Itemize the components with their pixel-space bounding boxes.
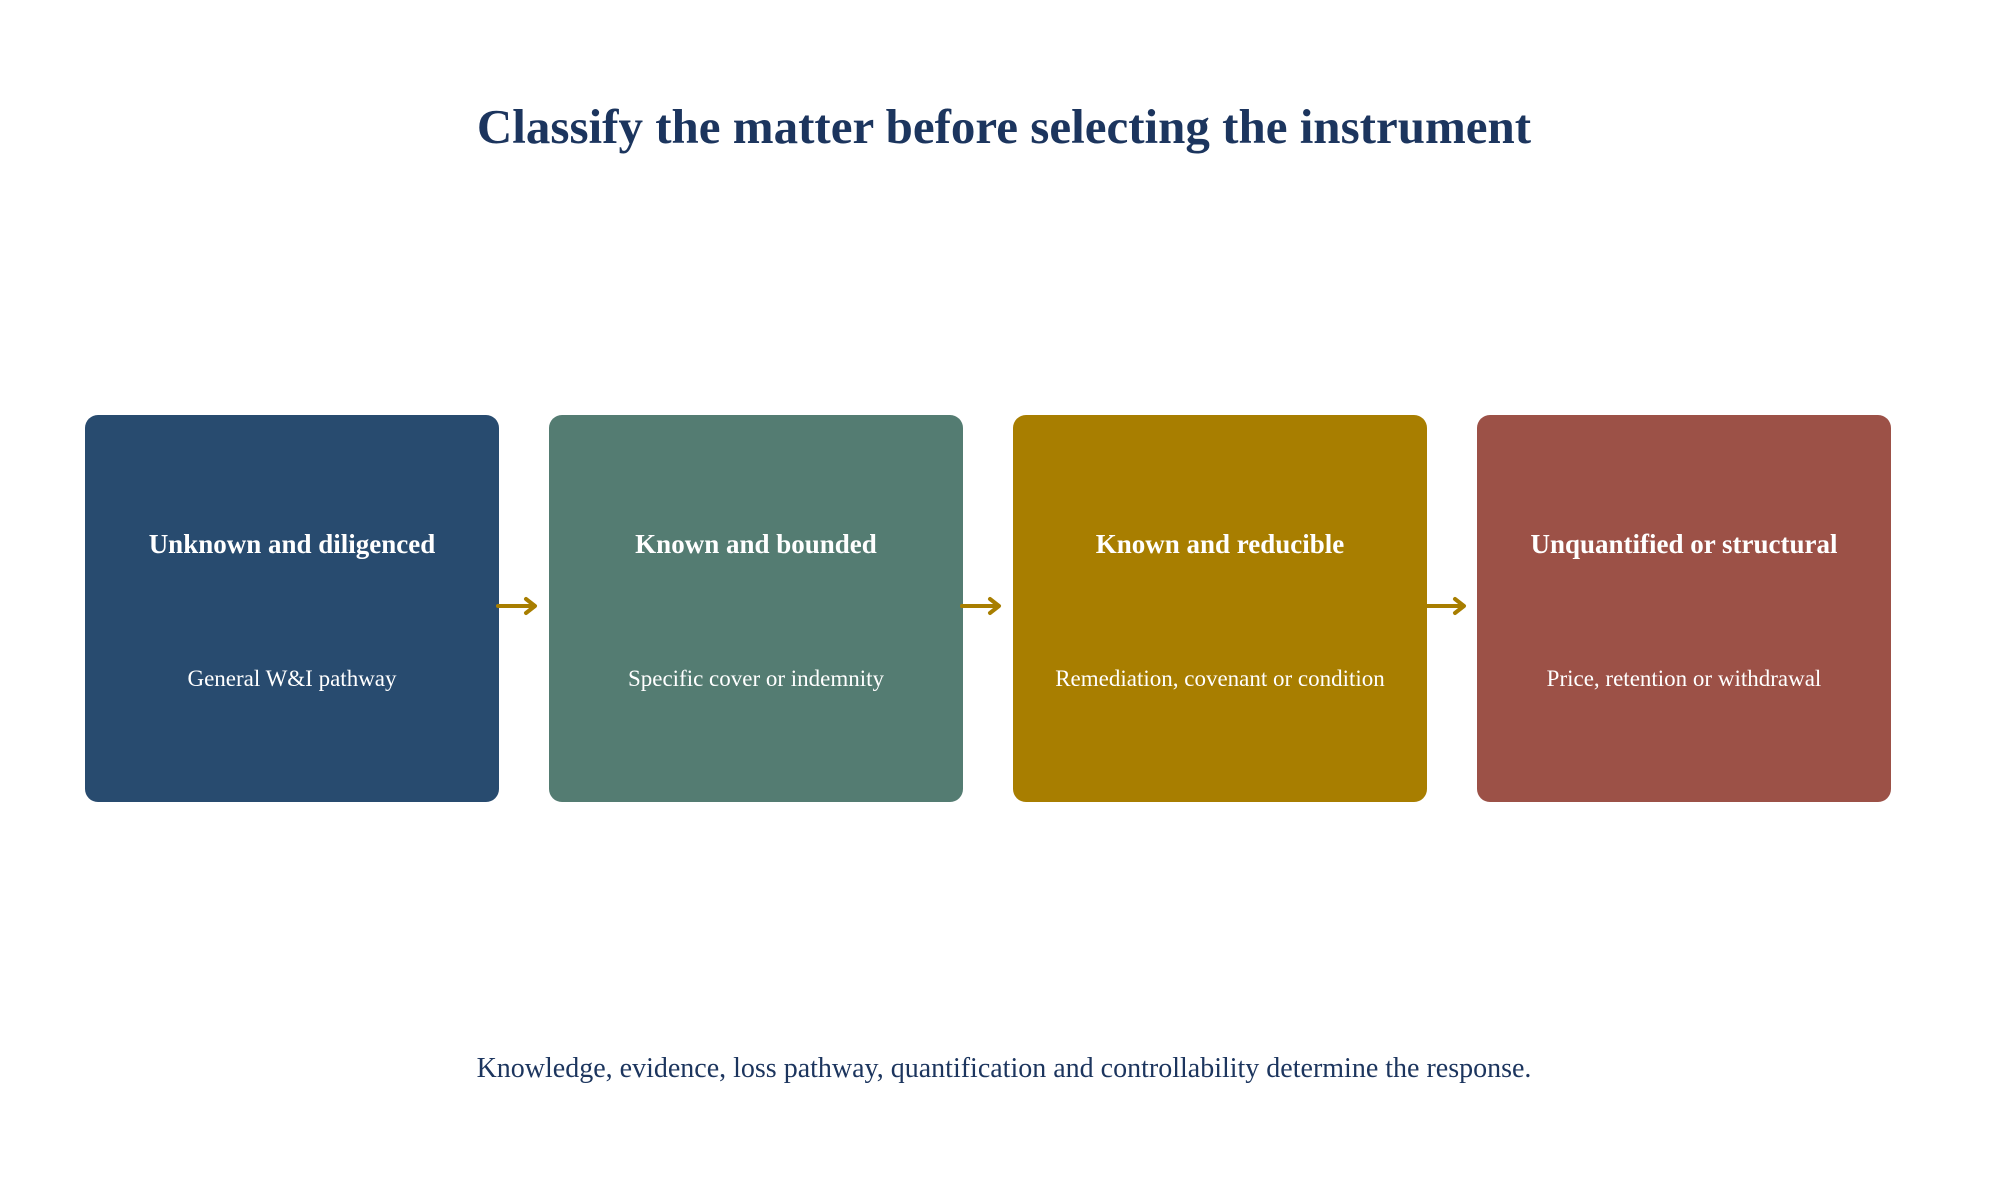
diagram-title: Classify the matter before selecting the…	[476, 99, 1532, 154]
stage-box-known-bounded: Known and bounded Specific cover or inde…	[549, 415, 963, 802]
right-arrow-icon	[496, 597, 537, 615]
stage-subtitle: Specific cover or indemnity	[627, 666, 885, 691]
stage-box-unquantified-structural: Unquantified or structural Price, retent…	[1477, 415, 1891, 802]
right-arrow-icon	[960, 597, 1001, 615]
stage-title: Known and bounded	[635, 529, 877, 559]
right-arrow-icon	[1425, 597, 1466, 615]
stage-subtitle: Remediation, covenant or condition	[1055, 666, 1385, 691]
stage-subtitle: Price, retention or withdrawal	[1546, 666, 1822, 691]
stage-title: Unquantified or structural	[1530, 529, 1838, 559]
stage-box-unknown-diligenced: Unknown and diligenced General W&I pathw…	[85, 415, 499, 802]
diagram-footer-note: Knowledge, evidence, loss pathway, quant…	[476, 1053, 1532, 1084]
stage-subtitle: General W&I pathway	[187, 666, 397, 691]
stage-title: Unknown and diligenced	[148, 529, 436, 559]
stage-title: Known and reducible	[1095, 529, 1345, 559]
stage-box-known-reducible: Known and reducible Remediation, covenan…	[1013, 415, 1427, 802]
